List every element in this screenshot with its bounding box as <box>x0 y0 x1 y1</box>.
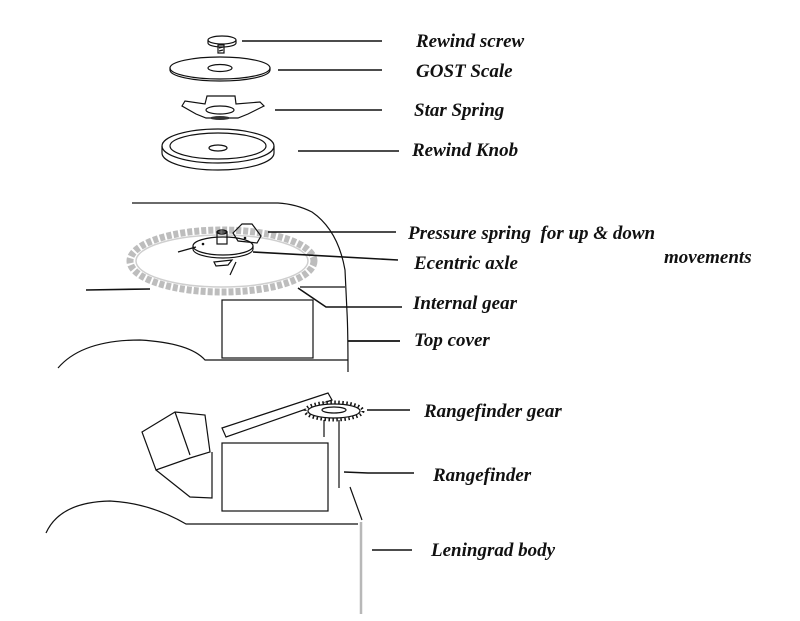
label-rangefinder: Rangefinder <box>432 465 532 486</box>
prism-part <box>141 411 213 499</box>
rewind-screw <box>207 35 237 54</box>
label-pressure-spring-line1: Pressure spring for up & down <box>407 223 655 244</box>
star-spring-part <box>181 95 266 120</box>
label-gost-scale: GOST Scale <box>416 61 513 82</box>
leader-internal-gear <box>297 287 402 308</box>
label-leningrad-body: Leningrad body <box>430 540 556 561</box>
leader-ecentric-axle <box>252 251 399 261</box>
rangefinder-arm <box>221 392 333 438</box>
leningrad-body-outline <box>45 486 363 614</box>
eccentric-axle-part <box>177 223 262 276</box>
label-pressure-spring-line2: movements <box>664 247 752 268</box>
rangefinder-gear-part <box>303 400 365 488</box>
label-rewind-knob: Rewind Knob <box>411 140 518 161</box>
rewind-knob-part <box>161 128 275 171</box>
leader-rangefinder <box>343 471 414 474</box>
label-rangefinder-gear: Rangefinder gear <box>423 401 562 422</box>
label-internal-gear: Internal gear <box>412 293 518 314</box>
internal-gear-part <box>126 226 318 296</box>
label-rewind-screw: Rewind screw <box>415 31 525 52</box>
label-ecentric-axle: Ecentric axle <box>413 253 519 274</box>
leader-internal-gear-left <box>85 288 151 291</box>
label-top-cover: Top cover <box>414 330 490 351</box>
label-star-spring: Star Spring <box>414 100 504 121</box>
gost-scale-disc <box>169 56 271 82</box>
rangefinder-part <box>221 442 329 512</box>
